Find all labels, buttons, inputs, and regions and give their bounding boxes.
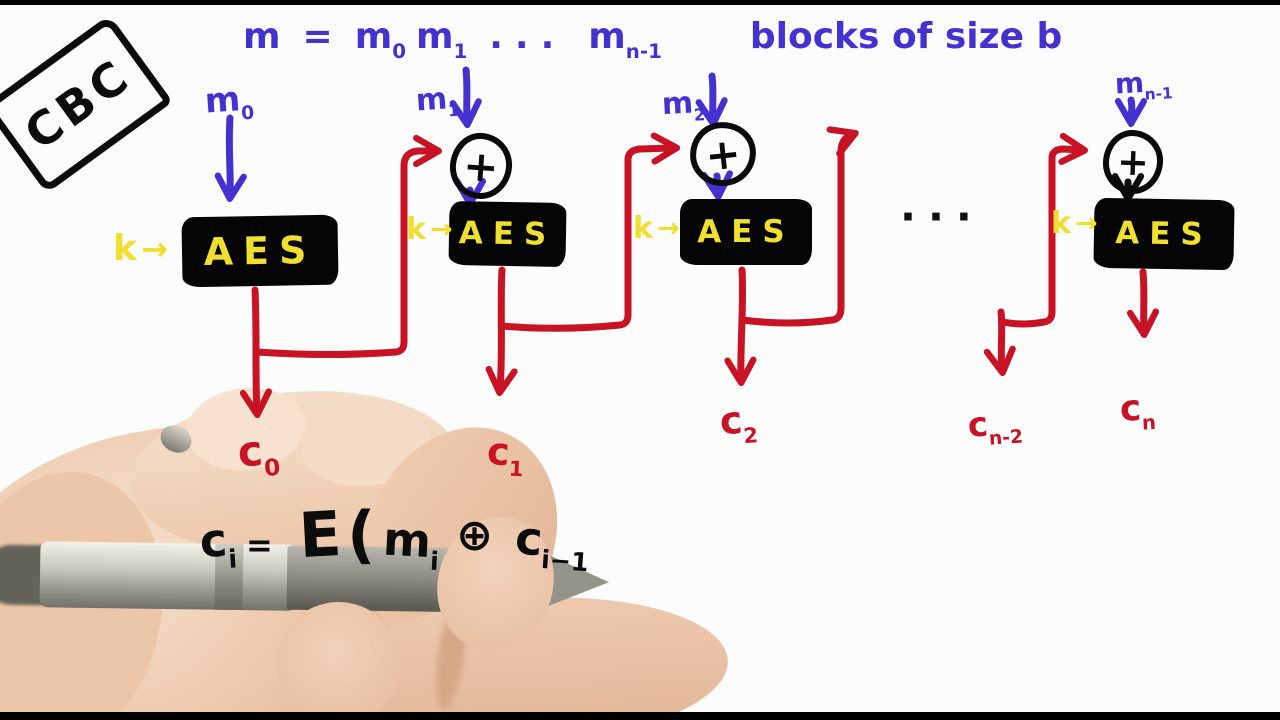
c2-output-arrow [724,266,757,387]
formula-encrypt: E [296,496,344,573]
cn-output-arrow [1126,268,1160,339]
key-arrow-4: → [1074,208,1098,239]
letterbox-top [0,0,1280,5]
key-arrow-2: → [429,214,453,245]
key-arrow-1: → [140,229,168,268]
aes-block-1: AES [181,214,339,288]
title-term-m1: m1 [415,16,468,63]
m2-input-arrow [695,72,728,128]
c1-label: c1 [486,429,524,482]
formula-open-paren: ( [347,498,376,571]
cbc-formula: ci = E ( mi ⊕ ci−1 [197,496,590,578]
chain-3-out [738,126,859,327]
key-label-3: k→ [633,211,680,246]
c2-label: c2 [718,397,759,449]
chain-in-to-4 [999,132,1089,328]
title-term-m0: m0 [354,16,406,63]
formula-arg1: mi [382,511,440,577]
aes-block-2: AES [448,200,567,268]
key-label-4: k→ [1051,206,1098,241]
cn-label: cn [1118,387,1157,435]
c0-label: c0 [235,425,282,483]
formula-xor-icon: ⊕ [456,510,493,561]
formula-lhs: ci [197,512,239,574]
m1-label: m1 [414,81,461,121]
formula-equals: = [245,526,273,564]
title-ellipsis: ... [489,16,567,57]
aes-block-4: AES [1093,197,1235,271]
key-label-1: k→ [113,228,168,269]
m1-input-arrow [449,66,482,129]
cn2-label: cn-2 [966,404,1024,450]
cn2-output-arrow [983,308,1016,377]
m0-input-arrow [214,114,247,203]
title-m: m [243,16,281,57]
chain-1-to-2 [253,134,443,358]
key-label-2: k→ [406,212,453,247]
mn1-input-arrow [1114,96,1148,128]
title-suffix: blocks of size b [749,16,1063,57]
key-arrow-3: → [656,213,680,244]
blocks-ellipsis: ··· [900,192,984,241]
formula-arg2: ci−1 [513,510,590,578]
mn1-label: mn-1 [1114,65,1174,104]
m0-label: m0 [203,79,255,125]
letterbox-bottom [0,712,1280,720]
title-equals: = [302,16,333,57]
title-term-mn1: mn-1 [588,16,662,63]
m2-label: m2 [661,85,706,125]
xor3-to-aes-arrow [700,170,733,201]
aes-block-3: AES [680,199,812,265]
chain-2-to-3 [498,132,681,332]
message-definition: m = m0 m1 ... mn-1 blocks of size b [243,16,1062,63]
